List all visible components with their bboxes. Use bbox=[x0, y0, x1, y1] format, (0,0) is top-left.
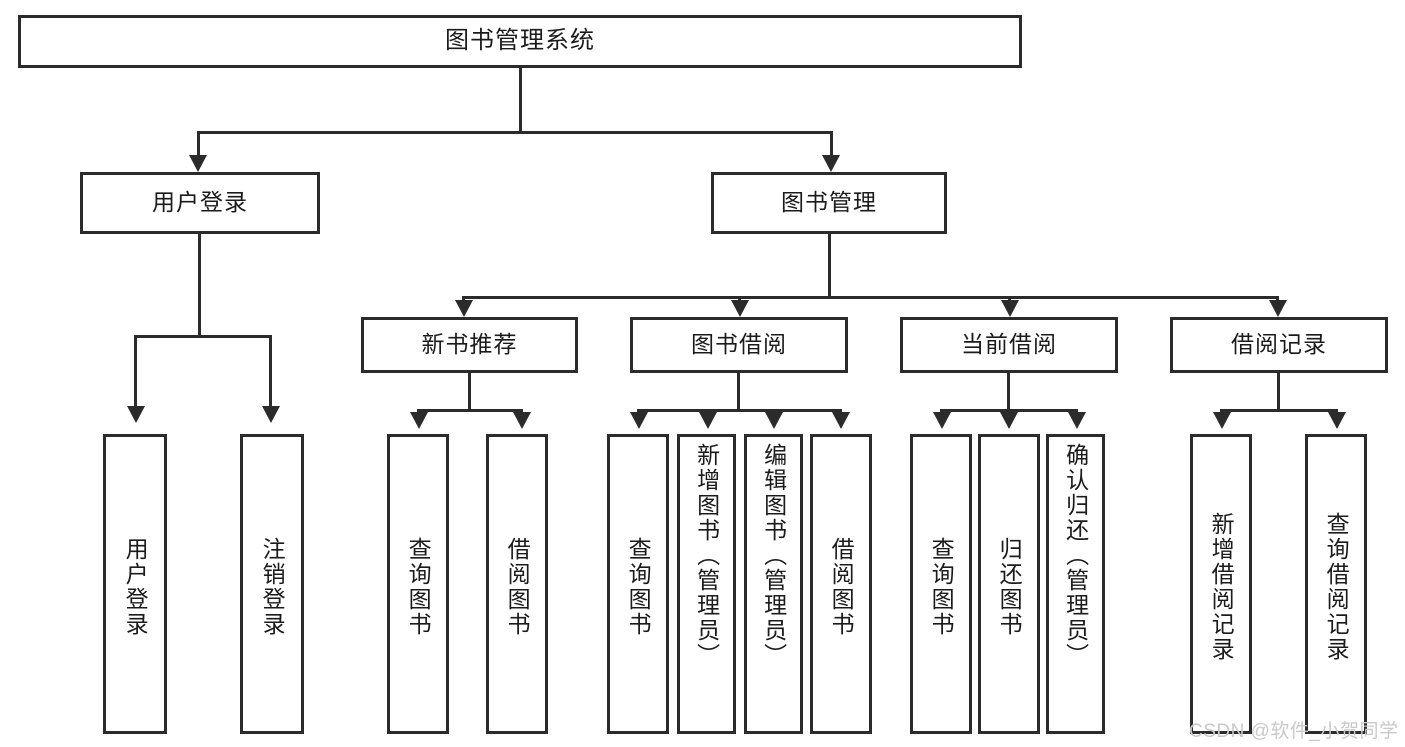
arrow-borrow-record-to-leaf-1 bbox=[1328, 412, 1346, 429]
node-label: 图书管理系统 bbox=[445, 27, 595, 55]
leaf-borrow-record-query-record[interactable]: 查询借阅记录 bbox=[1305, 434, 1367, 734]
arrow-book-borrow-to-leaf-0 bbox=[630, 412, 648, 429]
leaf-book-borrow-add-book[interactable]: 新增图书（管理员） bbox=[677, 434, 736, 734]
edge-borrow-record-bar bbox=[1220, 409, 1338, 412]
node-label: 借阅记录 bbox=[1231, 331, 1327, 358]
leaf-current-borrow-query-book[interactable]: 查询图书 bbox=[910, 434, 972, 734]
edge-current-borrow-stem bbox=[1007, 373, 1010, 411]
arrow-current-borrow-to-leaf-1 bbox=[1000, 412, 1018, 429]
node-label: 查询图书 bbox=[405, 537, 432, 637]
node-label: 新书推荐 bbox=[421, 331, 518, 358]
leaf-book-borrow-borrow-book[interactable]: 借阅图书 bbox=[810, 434, 872, 734]
edge-user-login-stem bbox=[198, 234, 201, 337]
arrow-current-borrow-to-leaf-2 bbox=[1068, 412, 1086, 429]
node-label: 归还图书 bbox=[996, 537, 1023, 637]
arrow-book-mgmt-to-l3-0 bbox=[455, 300, 473, 317]
edge-user-login-to-leaf-0 bbox=[134, 335, 137, 410]
arrow-root-to-user-login bbox=[189, 155, 207, 172]
leaf-user-login-login[interactable]: 用户登录 bbox=[103, 434, 167, 734]
edge-root-stem bbox=[519, 68, 522, 133]
node-borrow-record[interactable]: 借阅记录 bbox=[1170, 317, 1388, 373]
leaf-borrow-record-add-record[interactable]: 新增借阅记录 bbox=[1190, 434, 1252, 734]
node-book-management-system[interactable]: 图书管理系统 bbox=[18, 15, 1022, 68]
node-label: 用户登录 bbox=[152, 189, 248, 216]
node-current-borrow[interactable]: 当前借阅 bbox=[900, 317, 1118, 373]
arrow-book-mgmt-to-l3-3 bbox=[1269, 300, 1287, 317]
leaf-current-borrow-confirm-return[interactable]: 确认归还（管理员） bbox=[1046, 434, 1105, 734]
leaf-user-login-logout[interactable]: 注销登录 bbox=[240, 434, 304, 734]
leaf-book-borrow-query-book[interactable]: 查询图书 bbox=[607, 434, 669, 734]
arrow-current-borrow-to-leaf-0 bbox=[933, 412, 951, 429]
node-label: 当前借阅 bbox=[961, 331, 1057, 358]
edge-new-book-bar bbox=[417, 409, 523, 412]
edge-root-to-user-login bbox=[197, 131, 200, 159]
node-label: 新增图书（管理员） bbox=[693, 443, 720, 668]
edge-new-book-stem bbox=[468, 373, 471, 411]
node-new-book-recommend[interactable]: 新书推荐 bbox=[361, 317, 578, 373]
arrow-borrow-record-to-leaf-0 bbox=[1213, 412, 1231, 429]
arrow-book-mgmt-to-l3-1 bbox=[731, 300, 749, 317]
node-user-login[interactable]: 用户登录 bbox=[80, 172, 320, 234]
node-label: 图书管理 bbox=[781, 189, 877, 216]
arrow-book-mgmt-to-l3-2 bbox=[1001, 300, 1019, 317]
arrow-book-borrow-to-leaf-2 bbox=[765, 412, 783, 429]
node-label: 用户登录 bbox=[122, 537, 149, 637]
arrow-user-login-to-leaf-1 bbox=[262, 406, 280, 423]
arrow-new-book-to-leaf-1 bbox=[513, 412, 531, 429]
leaf-book-borrow-edit-book[interactable]: 编辑图书（管理员） bbox=[744, 434, 803, 734]
node-label: 新增借阅记录 bbox=[1208, 512, 1235, 662]
node-label: 图书借阅 bbox=[691, 331, 787, 358]
node-book-borrow[interactable]: 图书借阅 bbox=[630, 317, 848, 373]
node-label: 注销登录 bbox=[259, 537, 286, 637]
node-book-management[interactable]: 图书管理 bbox=[711, 172, 947, 234]
edge-borrow-record-stem bbox=[1277, 373, 1280, 411]
leaf-new-book-query-book[interactable]: 查询图书 bbox=[387, 434, 449, 734]
edge-user-login-to-leaf-1 bbox=[269, 335, 272, 410]
node-label: 确认归还（管理员） bbox=[1062, 443, 1089, 668]
node-label: 查询借阅记录 bbox=[1323, 512, 1350, 662]
edge-book-borrow-stem bbox=[737, 373, 740, 411]
leaf-new-book-borrow-book[interactable]: 借阅图书 bbox=[486, 434, 548, 734]
csdn-watermark: CSDN @软件_小贺同学 bbox=[1189, 721, 1399, 742]
arrow-book-borrow-to-leaf-3 bbox=[832, 412, 850, 429]
edge-book-borrow-bar bbox=[637, 409, 842, 412]
edge-book-mgmt-bar bbox=[462, 296, 1279, 299]
node-label: 查询图书 bbox=[928, 537, 955, 637]
node-label: 查询图书 bbox=[625, 537, 652, 637]
edge-root-to-book-mgmt bbox=[830, 131, 833, 159]
leaf-current-borrow-return-book[interactable]: 归还图书 bbox=[978, 434, 1040, 734]
edge-root-bar bbox=[197, 131, 833, 134]
node-label: 编辑图书（管理员） bbox=[760, 443, 787, 668]
arrow-new-book-to-leaf-0 bbox=[410, 412, 428, 429]
node-label: 借阅图书 bbox=[828, 537, 855, 637]
node-label: 借阅图书 bbox=[504, 537, 531, 637]
arrow-book-borrow-to-leaf-1 bbox=[699, 412, 717, 429]
edge-user-login-bar bbox=[134, 335, 271, 338]
arrow-root-to-book-mgmt bbox=[822, 155, 840, 172]
edge-book-mgmt-stem bbox=[828, 234, 831, 299]
arrow-user-login-to-leaf-0 bbox=[127, 406, 145, 423]
